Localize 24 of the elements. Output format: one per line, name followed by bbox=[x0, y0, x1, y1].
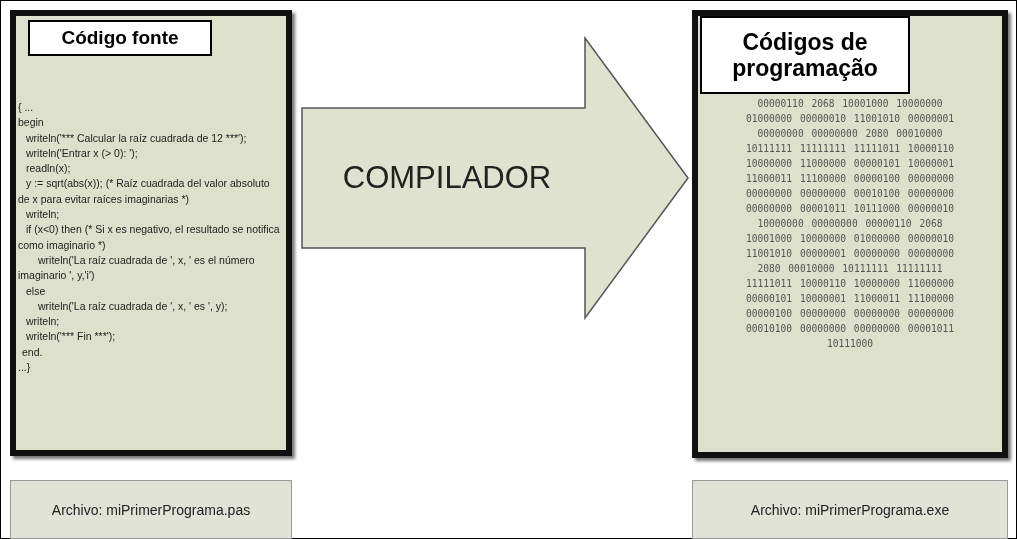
code-line: else bbox=[25, 283, 47, 299]
panel-heading: Código fonte bbox=[28, 20, 212, 56]
code-line: writeln('*** Calcular la raíz cuadrada de 12 ***'); bbox=[25, 130, 248, 146]
code-line: writeln; bbox=[25, 207, 61, 223]
code-line: writeln('Entrar x (> 0): '); bbox=[25, 145, 139, 161]
source-code-panel bbox=[10, 10, 292, 456]
code-line: ...} bbox=[18, 360, 32, 376]
panel-heading: Códigos de programação bbox=[700, 16, 910, 94]
machine-code-panel bbox=[692, 10, 1008, 458]
code-line: writeln('La raíz cuadrada de ', x, ' es ', y); bbox=[37, 298, 229, 314]
code-line: begin bbox=[18, 115, 45, 131]
code-line: y := sqrt(abs(x)); (* Raíz cuadrada del valor absoluto de x para evitar raíces imaginarias *) bbox=[18, 176, 271, 207]
code-line: { ... bbox=[18, 100, 35, 115]
code-line: readln(x); bbox=[25, 161, 72, 177]
code-line: writeln('*** Fin ***'); bbox=[25, 329, 117, 345]
code-line: writeln('La raíz cuadrada de ', x, ' es el número imaginario ', y,'i') bbox=[18, 252, 256, 284]
binary-code: 00000110 2068 10001000 10000000 01000000 00000010 11001010 00000001 00000000 00000000 2080 00010000 10111111 11111111 11111011 10000110 10000000 11000000 00000101 10000001 11000011 11100000 00000100 00000000 00000000 00000000 00010100 00000000 00000000 00001011 10111000 00000010 10000000 00000000 00000110 2068 10001000 10000000 01000000 00000010 11001010 00000001 00000000 00000000 2080 00010000 10111111 11111111 11111011 10000110 10000000 11000000 00000101 10000001 11000011 11100000 00000100 00000000 00000000 00000000 00010100 00000000 00000000 00001011 10111000 bbox=[744, 97, 956, 351]
file-name-box: Archivo: miPrimerPrograma.exe bbox=[692, 480, 1008, 539]
file-name-box: Archivo: miPrimerPrograma.pas bbox=[10, 480, 292, 539]
block-arrow bbox=[301, 35, 689, 321]
code-line: if (x<0) then (* Si x es negativo, el resultado se notifica como imaginario *) bbox=[18, 222, 281, 253]
edge-label: COMPILADOR bbox=[342, 160, 552, 196]
code-line: writeln; bbox=[25, 314, 61, 330]
code-line: end. bbox=[21, 344, 44, 360]
